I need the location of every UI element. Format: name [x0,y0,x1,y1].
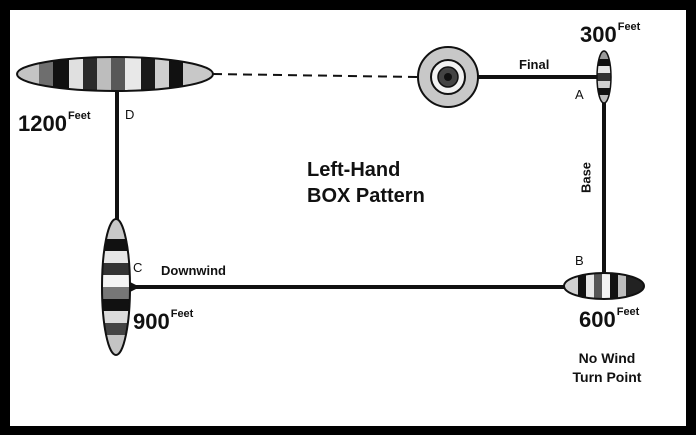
no-wind-turn-point-note: No Wind Turn Point [557,349,657,387]
landing-target-icon [417,46,479,108]
point-b-label: B [575,253,584,268]
note-line2: Turn Point [572,369,642,385]
diagram-title-line2: BOX Pattern [307,185,425,207]
altitude-c-label: 900Feet [133,308,194,334]
turn-marker-a-icon [596,50,612,104]
approach-dashed-line [212,73,419,78]
altitude-a-value: 300 [580,22,617,47]
point-a-label: A [575,87,584,102]
diagram-title: Left-Hand BOX Pattern [307,157,425,209]
altitude-a-label: 300Feet [580,21,641,47]
diagram-title-line1: Left-Hand [307,159,401,181]
final-leg-label: Final [519,57,550,72]
altitude-c-unit: Feet [170,308,194,320]
downwind-arrow-tip [128,281,140,293]
altitude-d-label: 1200Feet [18,110,91,136]
base-leg-label: Base [578,161,594,194]
point-d-label: D [125,107,135,122]
downwind-leg-label: Downwind [161,263,226,278]
point-c-label: C [133,260,143,275]
turn-marker-b-icon [563,272,645,300]
altitude-b-unit: Feet [616,306,640,318]
altitude-b-label: 600Feet [579,306,640,332]
turn-marker-c-icon [101,218,131,356]
note-line1: No Wind [578,350,636,366]
altitude-d-value: 1200 [18,111,67,136]
altitude-b-value: 600 [579,307,616,332]
altitude-d-unit: Feet [67,110,91,122]
altitude-c-value: 900 [133,309,170,334]
altitude-a-unit: Feet [617,21,641,33]
turn-marker-d-icon [16,56,214,92]
